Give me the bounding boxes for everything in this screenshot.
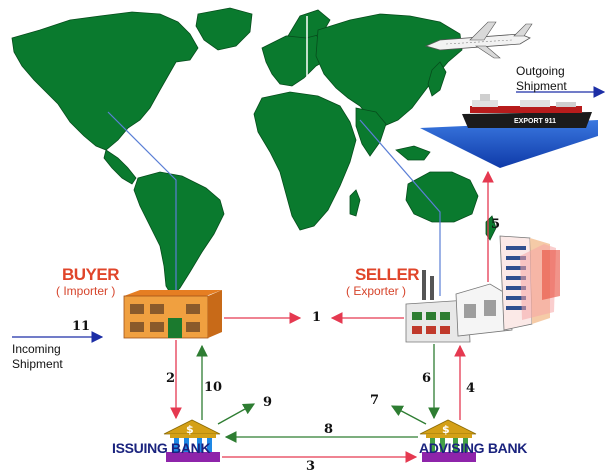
south-america-shape [133,171,225,297]
africa-shape [253,91,357,231]
outgoing-shipment-label: Outgoing Shipment [516,64,567,94]
buyer-title: BUYER [62,265,120,284]
incoming-line1: Incoming [12,342,61,356]
step-1-label: 1 [312,310,322,325]
incoming-line2: Shipment [12,357,63,371]
ship-hull-text: EXPORT 911 [514,118,556,125]
seller-factory [405,235,560,343]
step-9-label: 9 [263,395,273,410]
step-4-label: 4 [466,381,476,396]
advising-bank-label: ADVISING BANK [419,440,528,456]
advising-bank-icon: $ [419,419,477,462]
greenland-shape [195,7,253,51]
step-7-label: 7 [370,393,380,408]
step-3-label: 3 [306,459,316,474]
step-8-label: 8 [324,422,334,437]
airplane [424,21,533,59]
seller-subtitle: ( Exporter ) [346,284,407,298]
asia-shape [315,13,463,127]
madagascar-shape [349,189,361,217]
cargo-ship: EXPORT 911 [420,94,598,168]
buyer-building [123,290,222,339]
buyer-map-connector [107,111,177,296]
japan-shape [427,61,447,97]
issuing-bank-icon: $ [163,419,221,462]
step-6-label: 6 [422,371,432,386]
north-america-shape [11,11,199,151]
step-2-label: 2 [166,371,176,386]
sea-shape [420,120,598,168]
issuing-bank-label: ISSUING BANK [112,440,211,456]
advising-bank-dollar: $ [442,423,450,436]
outgoing-line1: Outgoing [516,64,565,78]
seller-title: SELLER [355,265,420,284]
central-america-shape [103,149,137,185]
step-11-label: 11 [72,319,91,334]
step-10-label: 10 [204,380,223,395]
step-5-label: 5 [491,217,501,232]
se-asia-islands-shape [395,145,431,161]
outgoing-line2: Shipment [516,79,567,93]
world-map [11,7,497,297]
arrow-9 [217,403,256,425]
issuing-bank-dollar: $ [186,423,194,436]
incoming-shipment-label: Incoming Shipment [12,342,63,372]
australia-shape [405,171,479,223]
buyer-subtitle: ( Importer ) [56,284,116,298]
arrow-7 [390,405,427,425]
seller-map-connector [359,119,441,296]
